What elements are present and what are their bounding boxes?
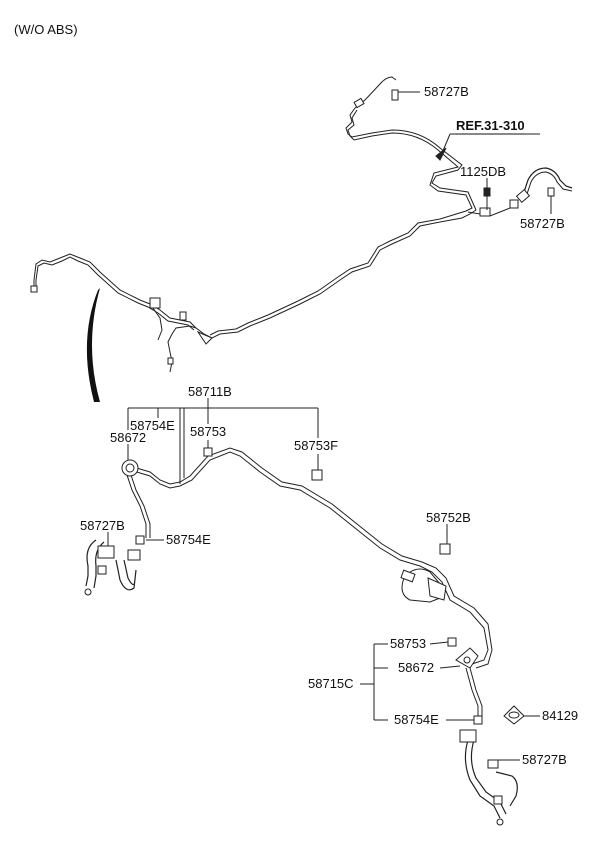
clip-58753-part <box>203 447 213 457</box>
callout-58754E-left: 58754E <box>166 532 211 547</box>
callout-58715C: 58715C <box>308 676 354 691</box>
callout-58753-upper: 58753 <box>190 424 226 439</box>
left-brake-hose <box>84 539 141 596</box>
rear-brake-hose <box>459 729 518 826</box>
bracket-58672-upper <box>121 459 139 477</box>
callout-1125DB: 1125DB <box>460 164 506 179</box>
clip-58754E-left-part <box>135 535 145 545</box>
callout-58754E-upper: 58754E <box>130 418 175 433</box>
callout-58672-upper: 58672 <box>110 430 146 445</box>
callout-58672-lower: 58672 <box>398 660 434 675</box>
clip-58753F-part <box>311 469 323 481</box>
plug-84129-part <box>503 705 525 725</box>
callout-58727B-top: 58727B <box>424 84 469 99</box>
callout-58752B: 58752B <box>426 510 471 525</box>
clip-58752B-part <box>439 543 451 555</box>
callout-58753F: 58753F <box>294 438 338 453</box>
callout-58727B-right: 58727B <box>520 216 565 231</box>
callout-84129: 84129 <box>542 708 578 723</box>
callout-labels: 58727B REF.31-310 1125DB 58727B 58711B 5… <box>80 84 578 767</box>
clip-58754E-lower-part <box>473 715 483 725</box>
callout-58727B-left: 58727B <box>80 518 125 533</box>
upper-tube-clips <box>30 89 555 365</box>
brake-hose-outline <box>86 288 100 402</box>
upper-brake-tube <box>33 76 477 373</box>
callout-58753-lower: 58753 <box>390 636 426 651</box>
callout-58711B: 58711B <box>188 384 232 399</box>
bracket-58672-lower <box>455 647 479 669</box>
callout-ref-31-310: REF.31-310 <box>456 118 525 133</box>
callout-58727B-rear: 58727B <box>522 752 567 767</box>
variant-label: (W/O ABS) <box>14 22 78 37</box>
loose-clip-parts <box>135 447 483 725</box>
clip-58753-lower-part <box>447 637 457 647</box>
bolt-1125DB <box>483 187 491 210</box>
rear-junction-block <box>400 569 447 601</box>
ref-arrow <box>435 147 447 161</box>
callout-58754E-lower: 58754E <box>394 712 439 727</box>
